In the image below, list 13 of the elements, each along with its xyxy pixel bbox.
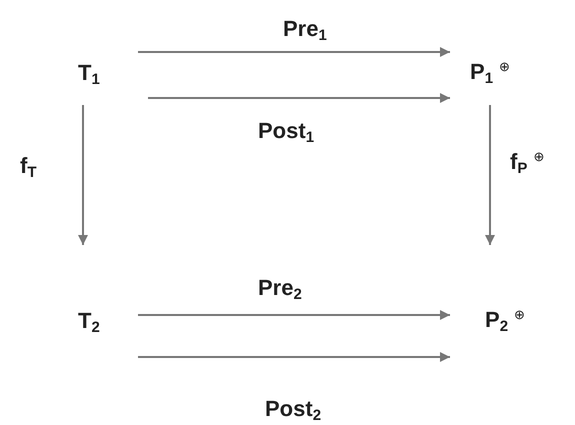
arrow — [78, 105, 88, 245]
node-label: T$_{1}$ — [78, 62, 100, 87]
edge-label: Pre$_{2}$ — [258, 277, 302, 302]
arrow — [485, 105, 495, 245]
arrow — [138, 352, 450, 362]
edge-label: Post$_{2}$ — [265, 398, 322, 423]
arrow — [148, 93, 450, 103]
arrow — [138, 47, 450, 57]
arrow — [138, 310, 450, 320]
edge-label: Post$_{1}$ — [258, 120, 314, 145]
edge-label: f$_{T}$ — [20, 155, 36, 180]
edge-label: Pre$_{1}$ — [283, 18, 327, 43]
node-label: T$_{2}$ — [78, 310, 100, 335]
